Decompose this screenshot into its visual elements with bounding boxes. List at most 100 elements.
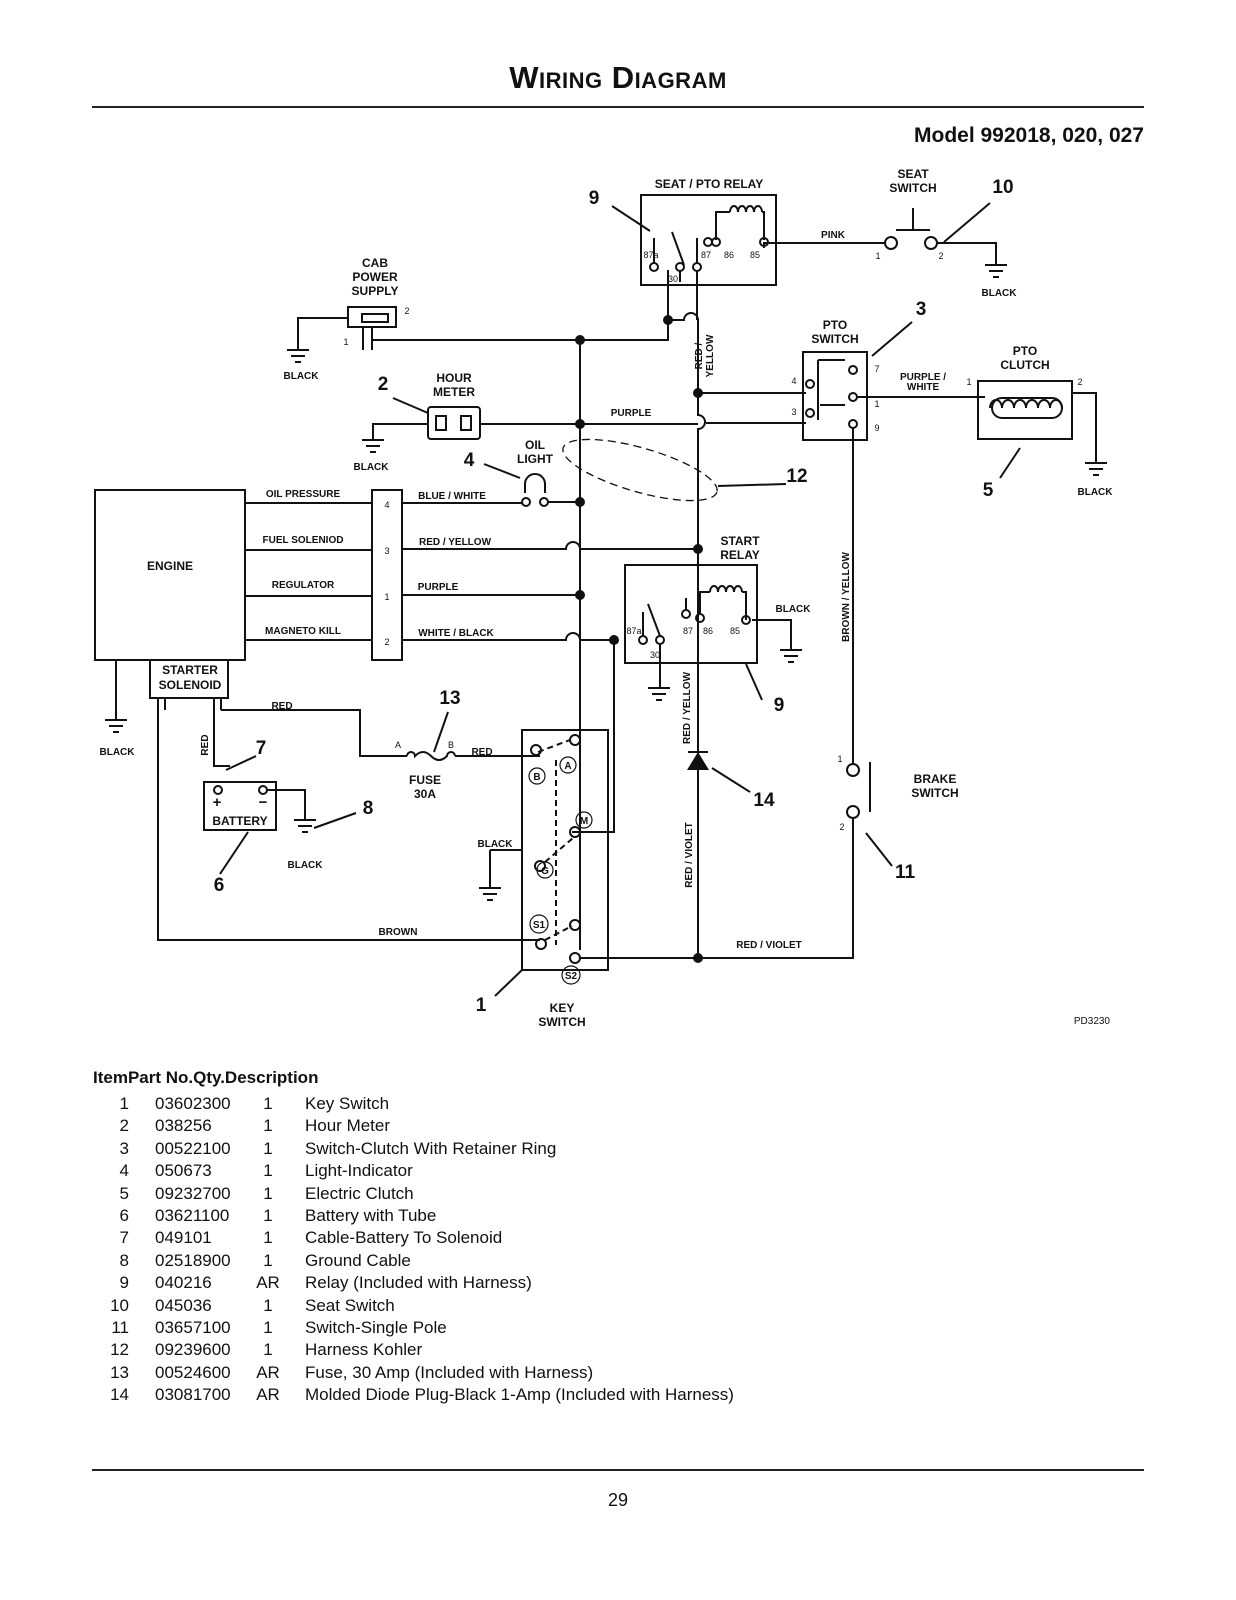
wire-label: RED / YELLOW bbox=[419, 537, 492, 548]
item-number: 14 bbox=[110, 1385, 129, 1405]
callout-number: 12 bbox=[786, 466, 807, 487]
cab-label-2: POWER bbox=[352, 270, 398, 284]
quantity: 1 bbox=[263, 1138, 273, 1158]
description: Battery with Tube bbox=[305, 1205, 437, 1225]
item-number: 11 bbox=[111, 1317, 129, 1337]
quantity: 1 bbox=[263, 1317, 273, 1337]
key-switch-label-2: SWITCH bbox=[538, 1015, 585, 1029]
item-number: 6 bbox=[119, 1205, 129, 1225]
description: Molded Diode Plug-Black 1-Amp (Included … bbox=[305, 1385, 734, 1405]
quantity: 1 bbox=[263, 1161, 273, 1181]
pin-label: 1 bbox=[343, 337, 348, 347]
start-relay-label-2: RELAY bbox=[720, 548, 760, 562]
hour-meter-label-1: HOUR bbox=[436, 371, 472, 385]
quantity: 1 bbox=[263, 1116, 273, 1136]
part-number: 02518900 bbox=[155, 1250, 231, 1270]
part-number: 00522100 bbox=[155, 1138, 231, 1158]
description: Switch-Single Pole bbox=[305, 1317, 447, 1337]
quantity: 1 bbox=[263, 1094, 273, 1113]
wire-label: BLACK bbox=[478, 839, 514, 850]
description: Switch-Clutch With Retainer Ring bbox=[305, 1138, 557, 1158]
description: Ground Cable bbox=[305, 1250, 411, 1270]
item-number: 1 bbox=[119, 1094, 129, 1113]
relay-coil-icon bbox=[729, 205, 763, 213]
callout-number: 7 bbox=[256, 738, 267, 759]
description: Seat Switch bbox=[305, 1295, 395, 1315]
description: Fuse, 30 Amp (Included with Harness) bbox=[305, 1362, 594, 1382]
relay-pin-label: 87 bbox=[701, 250, 711, 260]
diode-icon bbox=[687, 752, 709, 770]
part-number: 00524600 bbox=[155, 1362, 231, 1382]
pin-label: 2 bbox=[938, 251, 943, 261]
description: Hour Meter bbox=[305, 1116, 391, 1136]
pin-label: 1 bbox=[966, 377, 971, 387]
page-number: 29 bbox=[607, 1490, 629, 1510]
quantity: AR bbox=[256, 1273, 280, 1293]
wire-label: RED bbox=[271, 701, 292, 712]
pin-label: 3 bbox=[791, 407, 796, 417]
pto-switch-label-1: PTO bbox=[823, 318, 847, 332]
quantity: 1 bbox=[263, 1295, 273, 1315]
relay-pin-label: 87a bbox=[626, 626, 641, 636]
item-number: 3 bbox=[119, 1138, 129, 1158]
pin-label: 2 bbox=[404, 306, 409, 316]
wire-label: BLACK bbox=[284, 371, 320, 382]
wire-label: PURPLE bbox=[611, 408, 652, 419]
key-terminal: S2 bbox=[565, 971, 578, 982]
description: Light-Indicator bbox=[305, 1161, 413, 1181]
wire-label: BLACK bbox=[776, 604, 812, 615]
item-number: 5 bbox=[119, 1183, 129, 1203]
pin-label: 2 bbox=[1077, 377, 1082, 387]
brake-switch-label-1: BRAKE bbox=[914, 772, 957, 786]
clutch-coil-icon bbox=[989, 399, 1063, 409]
connector-pin: 4 bbox=[384, 500, 389, 510]
wire-label: RED bbox=[471, 747, 492, 758]
quantity: 1 bbox=[263, 1183, 273, 1203]
part-number: 09239600 bbox=[155, 1340, 231, 1360]
relay-pin-label: 85 bbox=[750, 250, 760, 260]
quantity: 1 bbox=[263, 1340, 273, 1360]
relay-pin-label: 30 bbox=[668, 274, 678, 284]
relay-pin-label: 86 bbox=[724, 250, 734, 260]
oil-light-label-2: LIGHT bbox=[517, 452, 554, 466]
callout-number: 9 bbox=[774, 695, 785, 716]
seat-pto-relay-label: SEAT / PTO RELAY bbox=[655, 177, 763, 191]
part-number: 03602300 bbox=[155, 1094, 231, 1113]
start-relay-label-1: START bbox=[720, 534, 760, 548]
item-number: 4 bbox=[119, 1161, 129, 1181]
quantity: 1 bbox=[263, 1205, 273, 1225]
part-number: 040216 bbox=[155, 1273, 212, 1293]
pin-label: 4 bbox=[791, 376, 796, 386]
callout-number: 1 bbox=[476, 995, 487, 1016]
wire-label: BLACK bbox=[1078, 487, 1114, 498]
pto-switch-label-2: SWITCH bbox=[811, 332, 858, 346]
pto-clutch-label-2: CLUTCH bbox=[1000, 358, 1049, 372]
part-number: 038256 bbox=[155, 1116, 212, 1136]
key-switch-label-1: KEY bbox=[550, 1001, 575, 1015]
pin-label: A bbox=[395, 740, 401, 750]
wire-label: RED / YELLOW bbox=[682, 671, 693, 744]
quantity: 1 bbox=[263, 1228, 273, 1248]
wire-label: PINK bbox=[821, 230, 846, 241]
starter-label-1: STARTER bbox=[162, 663, 218, 677]
wire-label: BLACK bbox=[982, 288, 1018, 299]
engine-terminal-label: OIL PRESSURE bbox=[266, 489, 341, 500]
wire-label: YELLOW bbox=[705, 334, 716, 377]
wire-label: RED bbox=[200, 734, 211, 755]
header-rule bbox=[92, 106, 1144, 108]
relay-pin-label: 87 bbox=[683, 626, 693, 636]
seat-pto-relay-box bbox=[640, 194, 777, 286]
item-number: 2 bbox=[119, 1116, 129, 1136]
key-terminal: S1 bbox=[533, 920, 546, 931]
callout-number: 9 bbox=[589, 188, 600, 209]
pin-label: B bbox=[448, 740, 454, 750]
